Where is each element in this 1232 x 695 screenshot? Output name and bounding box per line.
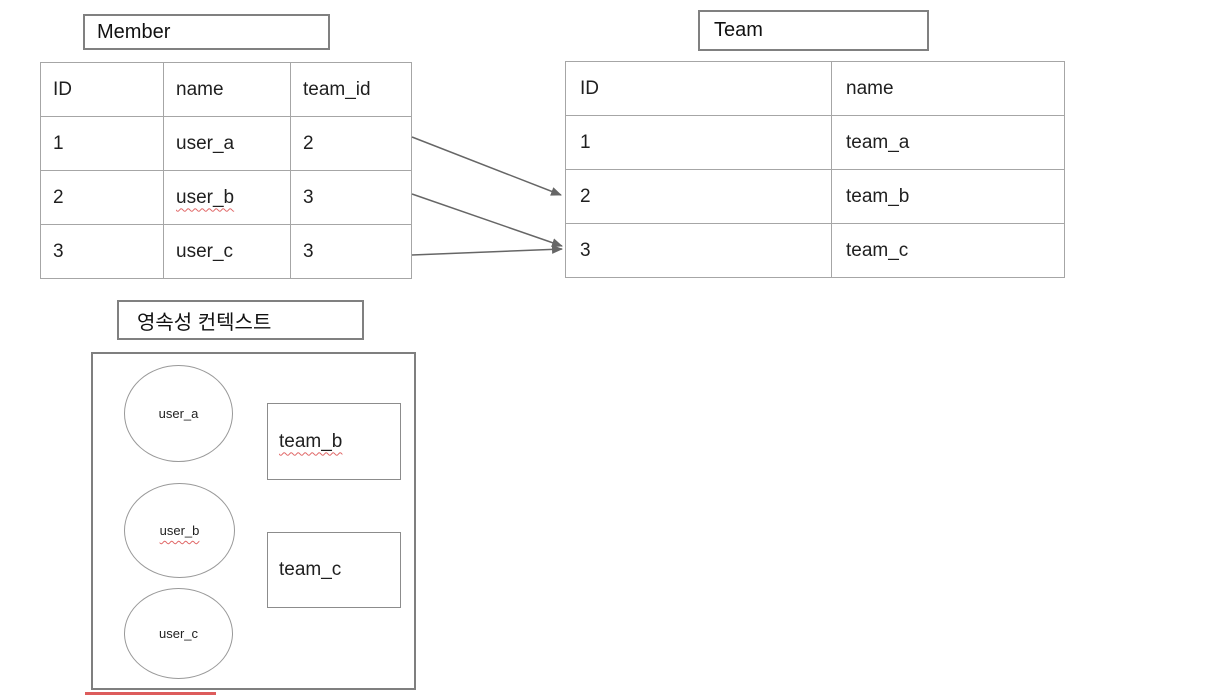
team-table-title-box: Team: [698, 10, 929, 51]
team-cell-name: team_b: [831, 169, 1065, 224]
arrow-member2-to-team3: [411, 193, 563, 247]
entity-label: user_a: [158, 406, 199, 421]
team-cell-name: team_a: [831, 115, 1065, 170]
entity-label-misspelled: user_b: [159, 523, 200, 538]
member-header-team-id: team_id: [290, 62, 412, 117]
arrow-member3-to-team3: [411, 244, 563, 256]
member-cell-name: user_a: [163, 116, 291, 171]
entity-ellipse-user-a: user_a: [124, 365, 233, 462]
team-table-row: 2 team_b: [565, 169, 1065, 224]
arrow-member1-to-team2: [411, 136, 562, 196]
member-table-title-box: Member: [83, 14, 330, 50]
member-table-row: 3 user_c 3: [40, 224, 412, 279]
member-cell-id: 2: [40, 170, 164, 225]
team-entity-label-misspelled: team_b: [279, 430, 343, 452]
entity-label: user_c: [158, 626, 199, 641]
team-header-id: ID: [565, 61, 832, 116]
team-table-row: 1 team_a: [565, 115, 1065, 170]
member-header-name: name: [163, 62, 291, 117]
member-table-title: Member: [97, 20, 171, 43]
team-cell-id: 1: [565, 115, 832, 170]
misspelled-text: user_b: [176, 186, 235, 208]
member-cell-name: user_c: [163, 224, 291, 279]
team-cell-name: team_c: [831, 223, 1065, 278]
member-cell-name: user_b: [163, 170, 291, 225]
team-entity-label: team_c: [279, 559, 342, 580]
team-table-row: 3 team_c: [565, 223, 1065, 278]
entity-ellipse-user-c: user_c: [124, 588, 233, 679]
team-header-name: name: [831, 61, 1065, 116]
persistence-context-title: 영속성 컨텍스트: [137, 311, 272, 334]
member-cell-team-id: 2: [290, 116, 412, 171]
team-table-title: Team: [714, 19, 763, 41]
member-cell-id: 1: [40, 116, 164, 171]
member-cell-team-id: 3: [290, 224, 412, 279]
member-header-id: ID: [40, 62, 164, 117]
team-entity-box-team-b: team_b: [267, 403, 401, 480]
member-table-row: 1 user_a 2: [40, 116, 412, 171]
team-entity-box-team-c: team_c: [267, 532, 401, 608]
red-marker-strip: [85, 692, 216, 695]
member-table-row: 2 user_b 3: [40, 170, 412, 225]
team-cell-id: 3: [565, 223, 832, 278]
member-table-header-row: ID name team_id: [40, 62, 412, 117]
entity-ellipse-user-b: user_b: [124, 483, 235, 578]
team-table-header-row: ID name: [565, 61, 1065, 116]
persistence-context-title-box: 영속성 컨텍스트: [117, 300, 364, 340]
team-table: ID name 1 team_a 2 team_b 3 team_c: [565, 61, 1065, 278]
member-cell-team-id: 3: [290, 170, 412, 225]
member-cell-id: 3: [40, 224, 164, 279]
member-table: ID name team_id 1 user_a 2 2 user_b 3 3 …: [40, 62, 412, 279]
team-cell-id: 2: [565, 169, 832, 224]
